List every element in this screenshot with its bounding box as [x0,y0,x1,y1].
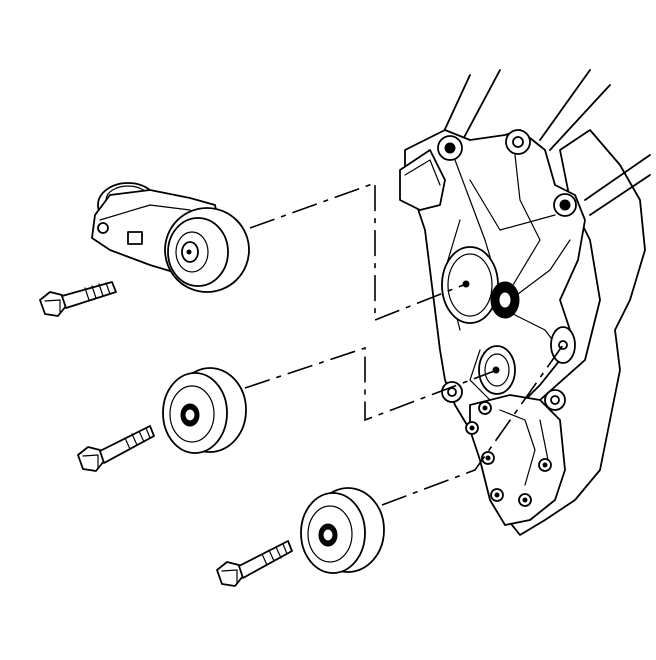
bolt-lower-idler [216,540,293,587]
idler-pulley-lower [300,487,385,574]
idler-pulley-upper [162,367,247,454]
accessory-bracket [399,69,651,536]
belt-tensioner [91,182,250,293]
bolt-upper-idler [77,425,155,472]
bolt-tensioner [39,281,117,317]
alignment-lines [244,181,564,506]
